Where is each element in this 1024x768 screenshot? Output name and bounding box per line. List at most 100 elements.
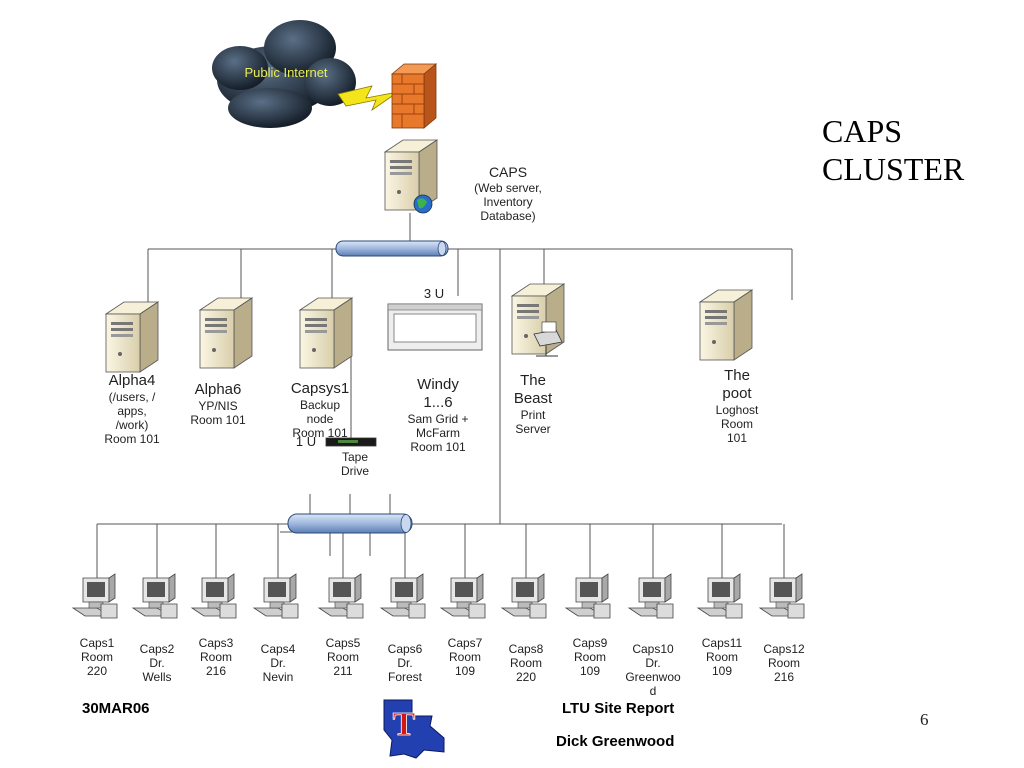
workstation-icon (628, 573, 674, 619)
workstation-label-line: Room (80, 650, 113, 664)
capsys1-server-icon (299, 297, 353, 369)
top-hub-icon (335, 240, 449, 257)
workstation-label-line: d (649, 684, 657, 698)
windy-rack-icon (387, 303, 483, 351)
capsys1-label: Capsys1 Backup node Room 101 (278, 380, 362, 440)
poot-label: The poot Loghost Room 101 (702, 367, 772, 445)
workstation-label-line: Caps4 (260, 642, 296, 656)
server-desc-line: apps, (117, 404, 147, 418)
workstation-label-line: Caps8 (508, 642, 544, 656)
workstation-icon (440, 573, 486, 619)
footer-author: Dick Greenwood (556, 733, 675, 750)
workstation-label-line: Caps10 (632, 642, 674, 656)
beast-server-icon (511, 283, 565, 357)
workstation-label-line: 109 (711, 664, 733, 678)
workstation-links (96, 524, 785, 580)
server-name: Windy (417, 376, 459, 393)
top-network-links (147, 213, 793, 524)
server-desc-line: Sam Grid + (407, 412, 469, 426)
workstation-icon (380, 573, 426, 619)
title-line-1: CAPS (822, 113, 903, 149)
workstation-label-line: Room (705, 650, 738, 664)
footer-report-title: LTU Site Report (562, 700, 675, 717)
workstation-label-line: Forest (387, 670, 422, 684)
workstation-label-line: 109 (454, 664, 476, 678)
tape-label-line: Drive (340, 464, 369, 478)
workstation-label-line: Caps12 (763, 642, 805, 656)
server-desc-line: McFarm (416, 426, 460, 440)
server-desc-line: /work) (115, 418, 149, 432)
caps-server-name: CAPS (488, 164, 528, 180)
workstation-label-line: 220 (515, 670, 537, 684)
workstation-label-line: Nevin (262, 670, 294, 684)
workstation-icon (253, 573, 299, 619)
server-desc-line: Print (520, 408, 546, 422)
workstation-label-line: Caps7 (447, 636, 483, 650)
tape-label-line: Tape (341, 450, 369, 464)
workstation-label-line: Caps2 (139, 642, 175, 656)
workstation-label-line: 220 (86, 664, 108, 678)
workstation-label-line: Caps9 (572, 636, 608, 650)
caps-server-label: CAPS (Web server, Inventory Database) (458, 163, 558, 223)
server-desc-line: Backup (299, 398, 341, 412)
workstation-label-line: Wells (142, 670, 172, 684)
server-desc-line: Room 101 (104, 432, 160, 446)
caps-server-icon (384, 139, 438, 214)
caps-desc-line: Database) (480, 209, 536, 223)
workstation-label-line: 109 (579, 664, 601, 678)
server-desc-line: (/users, / (108, 390, 156, 404)
server-desc-line: Loghost (715, 403, 759, 417)
bottom-network-links (97, 494, 782, 556)
firewall-icon (390, 63, 438, 129)
workstation-icon (501, 573, 547, 619)
workstation-label-line: Dr. (397, 656, 413, 670)
workstation-label-line: Caps5 (325, 636, 361, 650)
workstation-icon (565, 573, 611, 619)
server-desc-line: Room 101 (292, 426, 348, 440)
workstation-label-line: Greenwoo (625, 670, 681, 684)
server-name-line-2: Beast (513, 390, 553, 407)
logo-letter: T (393, 706, 416, 743)
page-title: CAPS CLUSTER (822, 112, 964, 188)
workstation-icon (191, 573, 237, 619)
workstation-label-line: Dr. (149, 656, 165, 670)
server-desc-line: Server (515, 422, 551, 436)
workstation-label-line: 216 (205, 664, 227, 678)
footer-date: 30MAR06 (82, 700, 150, 717)
alpha4-label: Alpha4 (/users, / apps, /work) Room 101 (92, 372, 172, 446)
bottom-hub-icon (287, 513, 413, 534)
server-desc-line: Room (720, 417, 753, 431)
workstation-label-line: Room (767, 656, 800, 670)
caps-desc-line: Inventory (483, 195, 533, 209)
workstation-icon (318, 573, 364, 619)
server-name-line-2: poot (722, 385, 752, 402)
workstation-label-line: Room (326, 650, 359, 664)
workstation-label-line: Room (509, 656, 542, 670)
workstation-icon (759, 573, 805, 619)
tape-drive-icon (325, 437, 377, 447)
workstation-label-line: Room (448, 650, 481, 664)
server-desc-line: Room 101 (410, 440, 466, 454)
workstation-icons (72, 573, 805, 619)
server-name: The (724, 367, 750, 384)
beast-label: The Beast Print Server (498, 372, 568, 436)
windy-rack-label: 3 U (423, 286, 445, 301)
alpha6-label: Alpha6 YP/NIS Room 101 (178, 381, 258, 427)
workstation-label-line: Caps6 (387, 642, 423, 656)
workstation-icon (132, 573, 178, 619)
workstation-label-line: Room (199, 650, 232, 664)
alpha4-server-icon (105, 301, 159, 373)
workstation-label-line: Dr. (645, 656, 661, 670)
server-desc-line: YP/NIS (198, 399, 238, 413)
workstation-label-line: 216 (773, 670, 795, 684)
workstation-icon (697, 573, 743, 619)
poot-server-icon (699, 289, 753, 361)
caps-desc-line: (Web server, (474, 181, 542, 195)
